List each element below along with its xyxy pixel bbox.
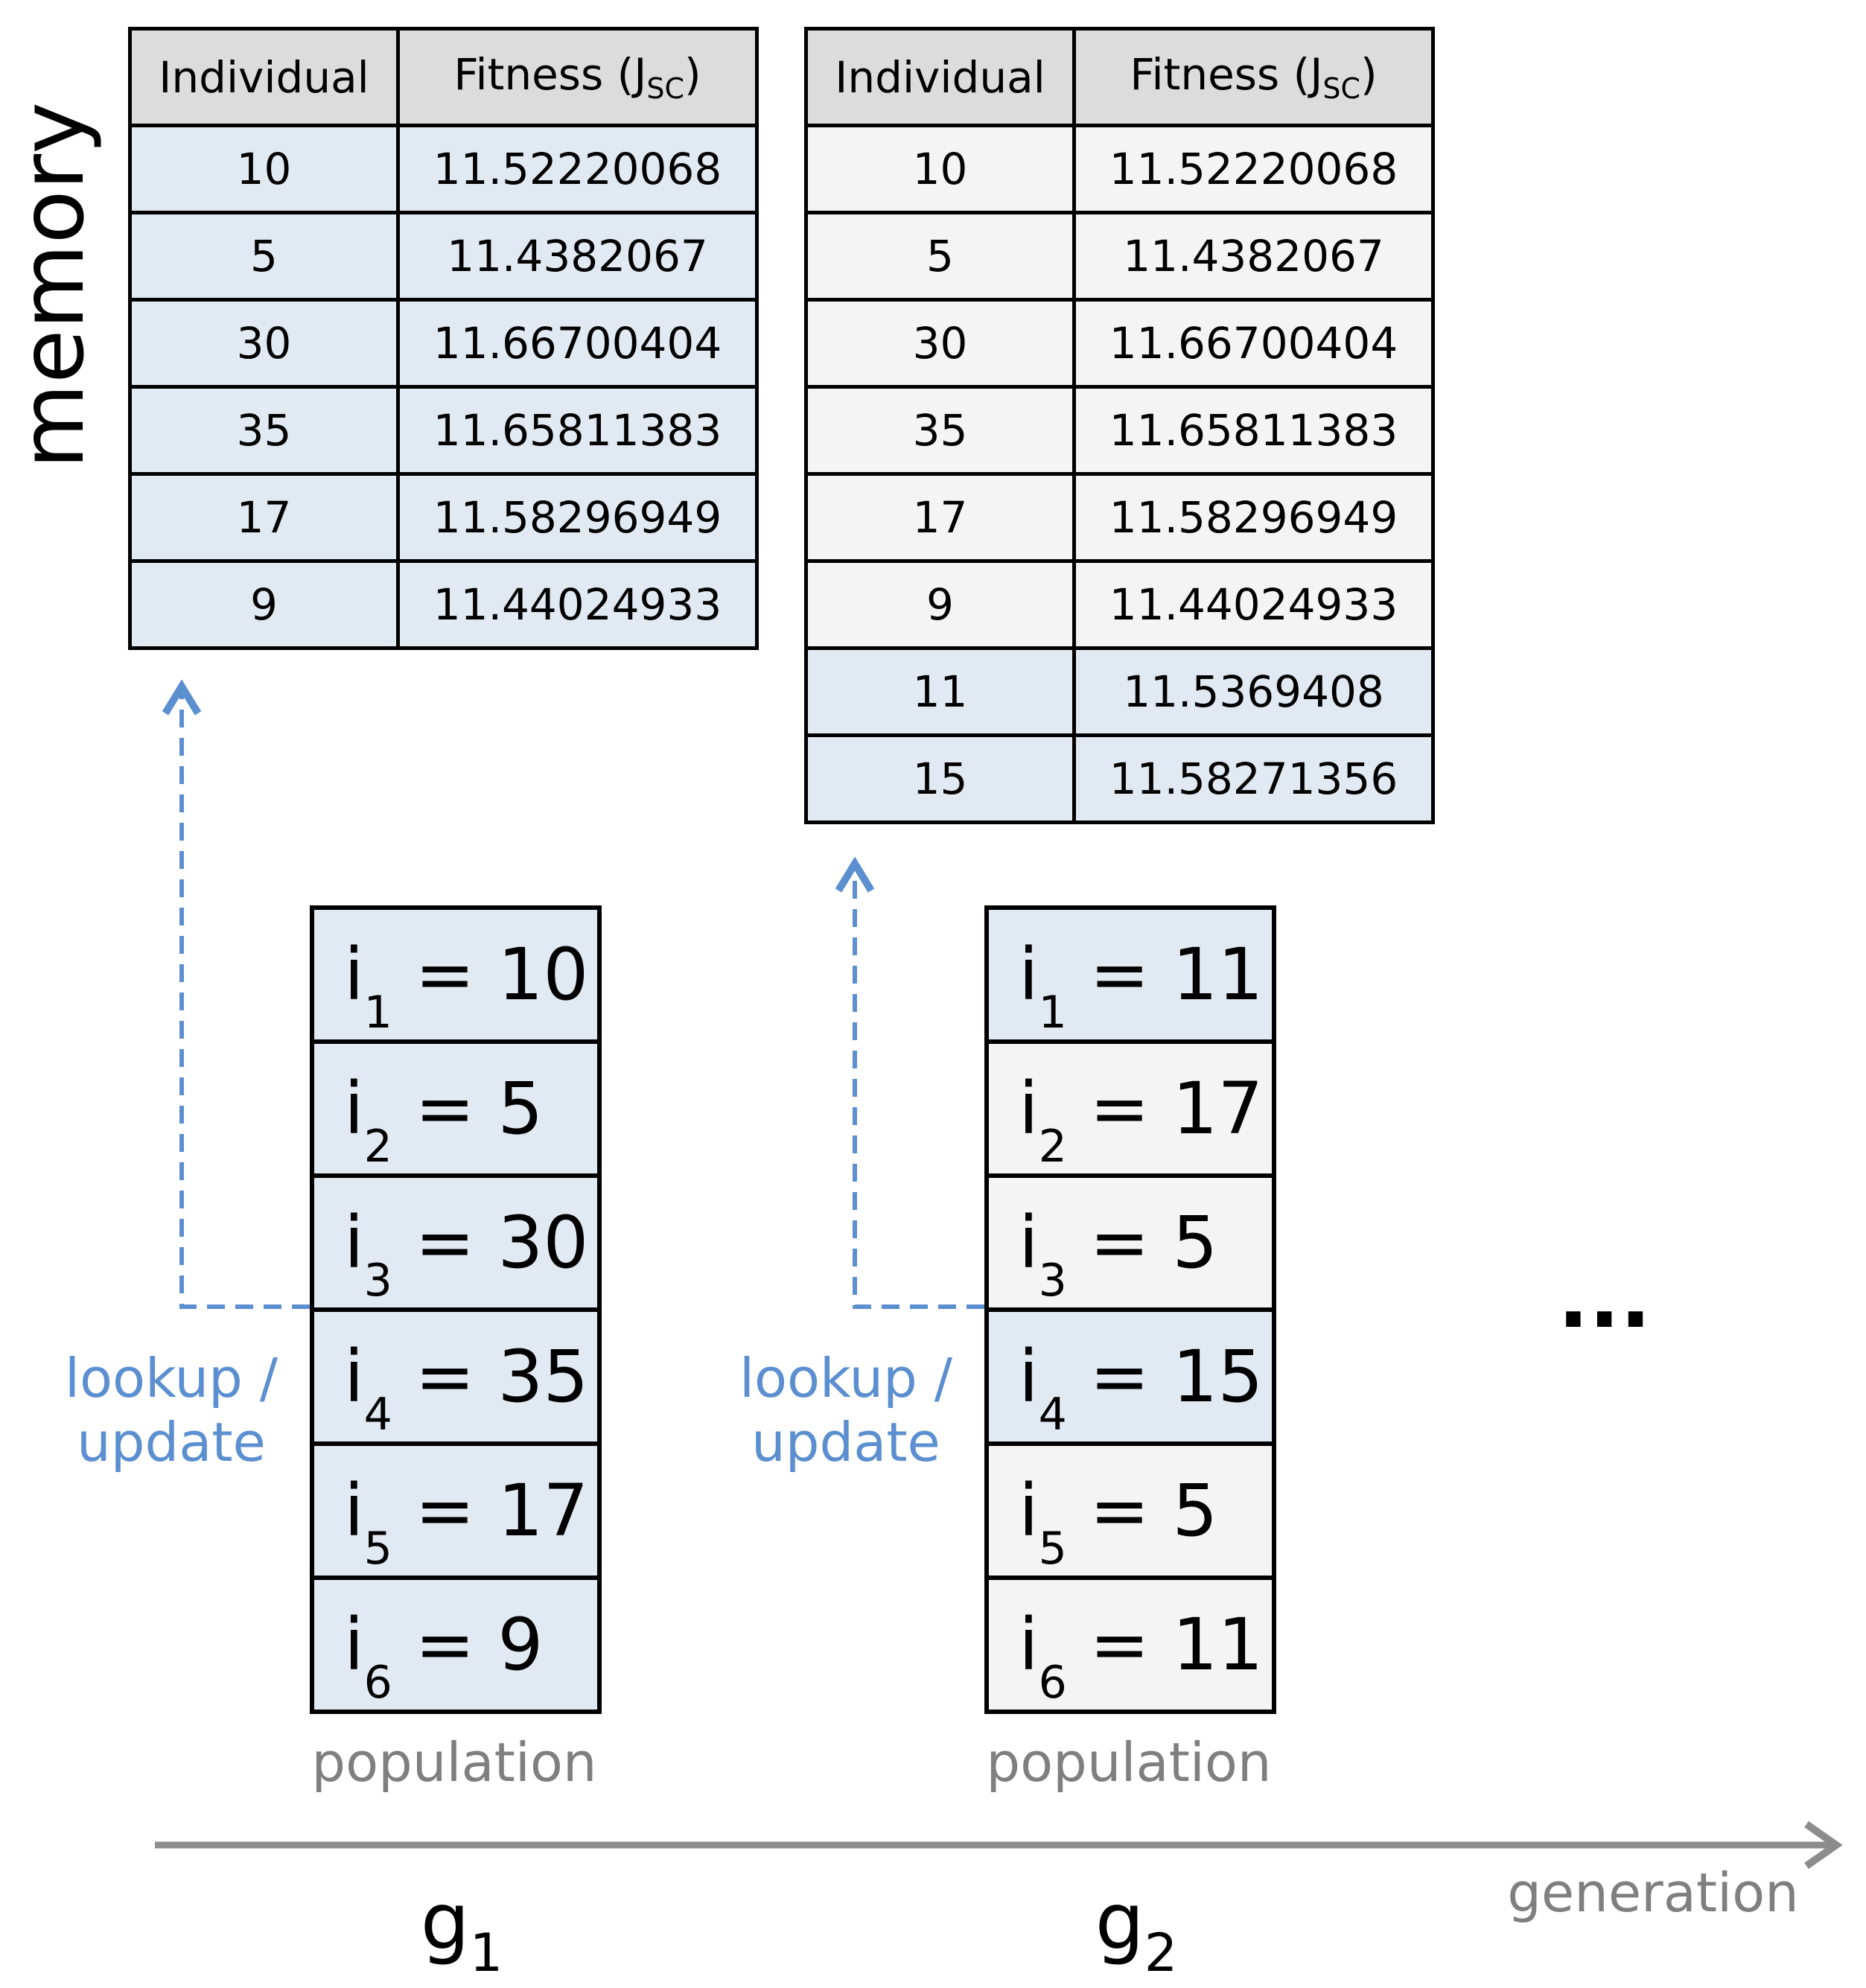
individual-cell: 9 <box>128 559 400 650</box>
population-cell: i1 = 10 <box>314 910 597 1044</box>
fitness-cell: 11.44024933 <box>396 559 759 650</box>
header-individual: Individual <box>128 27 400 127</box>
generation-label-g1: g1 <box>420 1876 503 1984</box>
individual-cell: 5 <box>804 211 1076 302</box>
header-individual: Individual <box>804 27 1076 127</box>
individual-cell: 15 <box>804 733 1076 824</box>
fitness-cell: 11.44024933 <box>1072 559 1435 650</box>
individual-cell: 9 <box>804 559 1076 650</box>
header-fitness: Fitness (JSC) <box>396 27 759 127</box>
fitness-cell: 11.4382067 <box>396 211 759 302</box>
population-cell: i5 = 5 <box>989 1446 1272 1580</box>
table-header-row: Individual Fitness (JSC) <box>128 27 759 127</box>
individual-cell: 5 <box>128 211 400 302</box>
fitness-cell: 11.4382067 <box>1072 211 1435 302</box>
population-cell: i3 = 5 <box>989 1178 1272 1312</box>
generation-axis-arrow <box>155 1820 1843 1870</box>
population-cell: i4 = 35 <box>314 1312 597 1446</box>
individual-cell: 35 <box>804 385 1076 476</box>
population-label-g2: population <box>986 1731 1272 1794</box>
individual-cell: 30 <box>804 298 1076 389</box>
individual-cell: 35 <box>128 385 400 476</box>
individual-cell: 17 <box>128 472 400 563</box>
fitness-cell: 11.5369408 <box>1072 646 1435 737</box>
fitness-cell: 11.65811383 <box>396 385 759 476</box>
fitness-cell: 11.66700404 <box>396 298 759 389</box>
fitness-cell: 11.52220068 <box>1072 124 1435 214</box>
individual-cell: 30 <box>128 298 400 389</box>
population-cell: i1 = 11 <box>989 910 1272 1044</box>
individual-cell: 10 <box>128 124 400 214</box>
population-cell: i4 = 15 <box>989 1312 1272 1446</box>
lookup-update-label-g2: lookup / update <box>739 1347 953 1474</box>
fitness-cell: 11.58296949 <box>396 472 759 563</box>
generation-label-g2: g2 <box>1095 1876 1178 1984</box>
individual-cell: 17 <box>804 472 1076 563</box>
population-cell: i5 = 17 <box>314 1446 597 1580</box>
population-cell: i6 = 11 <box>989 1580 1272 1714</box>
population-g1: i1 = 10 i2 = 5 i3 = 30 i4 = 35 i5 = 17 i… <box>310 905 602 1714</box>
fitness-cell: 11.52220068 <box>396 124 759 214</box>
individual-cell: 11 <box>804 646 1076 737</box>
fitness-cell: 11.66700404 <box>1072 298 1435 389</box>
lookup-arrow-g2 <box>835 856 984 1309</box>
population-cell: i2 = 5 <box>314 1044 597 1178</box>
population-label-g1: population <box>311 1731 597 1794</box>
individual-cell: 10 <box>804 124 1076 214</box>
fitness-cell: 11.58296949 <box>1072 472 1435 563</box>
population-g2: i1 = 11 i2 = 17 i3 = 5 i4 = 15 i5 = 5 i6… <box>984 905 1276 1714</box>
fitness-cell: 11.58271356 <box>1072 733 1435 824</box>
population-cell: i3 = 30 <box>314 1178 597 1312</box>
lookup-arrow-g1 <box>162 679 310 1309</box>
population-cell: i2 = 17 <box>989 1044 1272 1178</box>
header-fitness: Fitness (JSC) <box>1072 27 1435 127</box>
continuation-ellipsis: ... <box>1558 1251 1652 1346</box>
table-header-row: Individual Fitness (JSC) <box>804 27 1435 127</box>
population-cell: i6 = 9 <box>314 1580 597 1714</box>
generation-axis-label: generation <box>1507 1861 1799 1924</box>
fitness-cell: 11.65811383 <box>1072 385 1435 476</box>
lookup-update-label-g1: lookup / update <box>64 1347 278 1474</box>
